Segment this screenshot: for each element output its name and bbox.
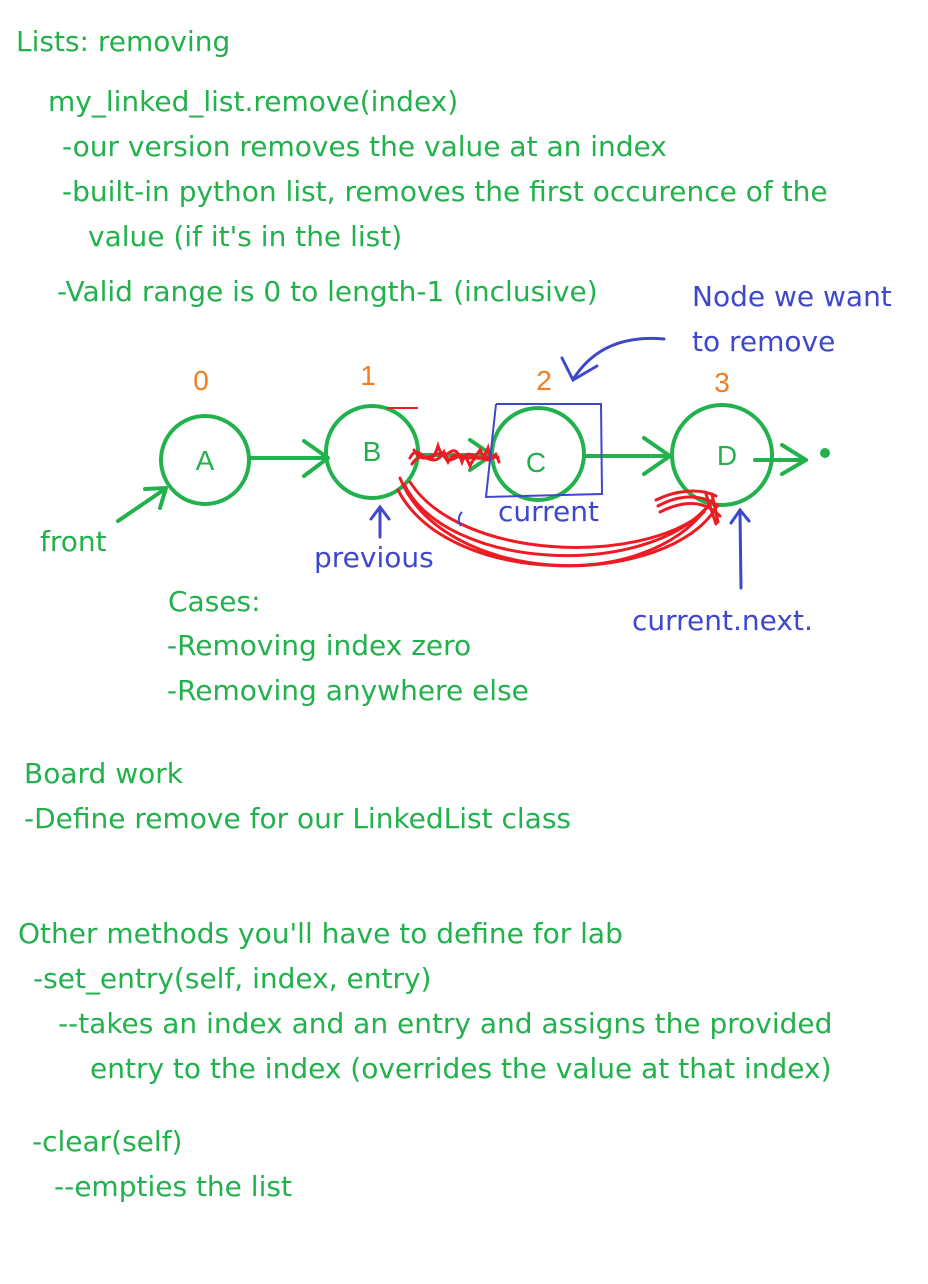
case-anywhere-else: -Removing anywhere else <box>167 674 529 707</box>
set-entry-description-line-2: entry to the index (overrides the value … <box>90 1052 832 1085</box>
page-title: Lists: removing <box>16 25 231 58</box>
node-a-label: A <box>196 445 215 476</box>
case-index-zero: -Removing index zero <box>167 629 472 662</box>
current-next-pointer-arrow <box>729 507 751 590</box>
other-methods-heading: Other methods you'll have to define for … <box>18 917 623 950</box>
arrow-d-to-end <box>753 443 808 476</box>
index-2-label: 2 <box>536 365 552 396</box>
note-builtin-continued: value (if it's in the list) <box>88 220 403 253</box>
note-our-version: -our version removes the value at an ind… <box>62 130 667 163</box>
method-signature: my_linked_list.remove(index) <box>48 85 459 118</box>
stray-blue-mark <box>457 511 463 527</box>
set-entry-description-line-1: --takes an index and an entry and assign… <box>58 1007 833 1040</box>
arrow-a-to-b <box>248 439 330 478</box>
node-c-label: C <box>526 447 546 478</box>
note-builtin: -built-in python list, removes the first… <box>62 175 828 208</box>
node-b-label: B <box>363 436 382 467</box>
target-pointer-arrow <box>560 336 666 383</box>
front-arrow <box>116 486 168 523</box>
current-node-box <box>484 403 604 499</box>
clear-signature: -clear(self) <box>32 1125 183 1158</box>
node-d-circle <box>670 403 774 507</box>
target-note-line-2: to remove <box>692 325 836 358</box>
previous-label: previous <box>314 541 434 574</box>
current-label: current <box>498 495 600 528</box>
cases-heading: Cases: <box>168 585 261 618</box>
index-0-label: 0 <box>193 365 209 396</box>
arrow-c-to-d <box>583 436 672 476</box>
current-next-label: current.next. <box>632 604 813 637</box>
set-entry-signature: -set_entry(self, index, entry) <box>33 962 432 995</box>
front-label: front <box>40 525 107 558</box>
list-end-dot <box>820 448 830 458</box>
index-1-label: 1 <box>360 360 376 391</box>
valid-range-note: -Valid range is 0 to length-1 (inclusive… <box>57 275 598 308</box>
clear-description: --empties the list <box>54 1170 292 1203</box>
bypass-link-arrow <box>396 476 722 568</box>
node-d-label: D <box>717 440 737 471</box>
board-work-heading: Board work <box>24 757 183 790</box>
node-a-circle <box>159 414 251 506</box>
board-work-item: -Define remove for our LinkedList class <box>24 802 572 835</box>
previous-pointer-arrow <box>369 504 391 539</box>
target-note-line-1: Node we want <box>692 280 892 313</box>
index-3-label: 3 <box>714 367 730 398</box>
